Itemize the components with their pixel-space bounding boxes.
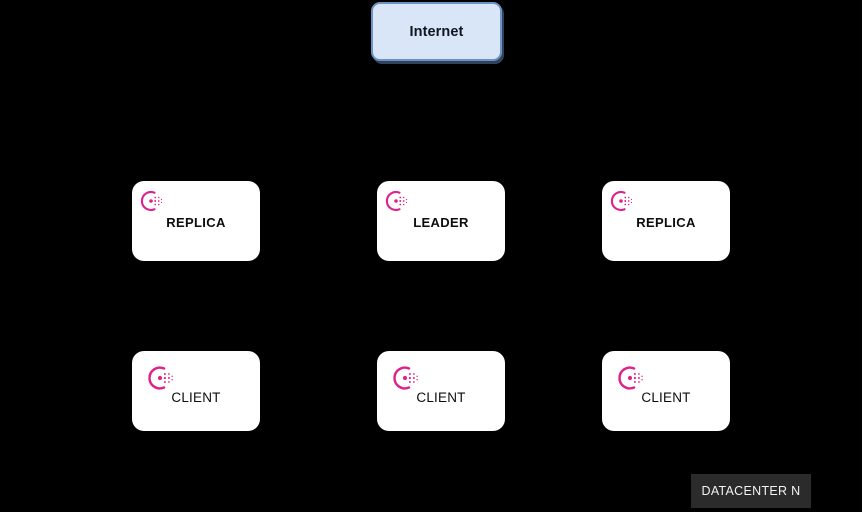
node-card-client-1[interactable]: CLIENT	[132, 351, 260, 431]
node-card-label: LEADER	[413, 215, 469, 230]
datacenter-badge: DATACENTER N	[691, 474, 811, 508]
node-card-label: REPLICA	[636, 215, 696, 230]
cockroach-db-icon	[615, 363, 645, 393]
node-card-label: CLIENT	[641, 390, 691, 405]
cockroach-db-icon	[608, 188, 634, 214]
cockroach-db-icon	[138, 188, 164, 214]
cockroach-db-icon	[390, 363, 420, 393]
internet-node[interactable]: Internet	[371, 2, 502, 61]
node-card-client-2[interactable]: CLIENT	[377, 351, 505, 431]
node-card-label: CLIENT	[171, 390, 221, 405]
cockroach-db-icon	[145, 363, 175, 393]
node-card-leader[interactable]: LEADER	[377, 181, 505, 261]
node-card-label: REPLICA	[166, 215, 226, 230]
internet-node-label: Internet	[409, 23, 464, 40]
node-card-client-3[interactable]: CLIENT	[602, 351, 730, 431]
datacenter-badge-label: DATACENTER N	[701, 484, 801, 498]
cockroach-db-icon	[383, 188, 409, 214]
node-card-label: CLIENT	[416, 390, 466, 405]
node-card-replica-1[interactable]: REPLICA	[132, 181, 260, 261]
node-card-replica-2[interactable]: REPLICA	[602, 181, 730, 261]
